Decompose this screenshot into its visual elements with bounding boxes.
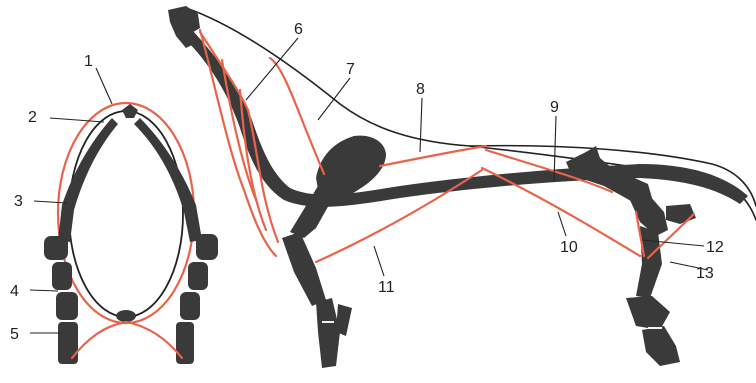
- side-view-front-foot: [316, 298, 340, 368]
- side-view-forearm: [282, 232, 326, 306]
- label-1: 1: [84, 53, 93, 70]
- front-view-red-ring: [58, 103, 194, 323]
- front-view-sternum: [116, 310, 136, 322]
- label-2: 2: [28, 109, 37, 126]
- side-view-knee: [666, 204, 696, 224]
- label-9: 9: [550, 99, 559, 116]
- front-view-lower-arcs: [72, 322, 182, 358]
- label-13: 13: [696, 265, 714, 282]
- front-view-right-limb: [134, 118, 218, 364]
- label-8: 8: [416, 81, 425, 98]
- label-4: 4: [10, 283, 19, 300]
- front-view-inner-ring: [69, 111, 183, 317]
- label-12: 12: [706, 239, 724, 256]
- label-5: 5: [10, 326, 19, 343]
- side-view-hind-foot: [626, 296, 670, 330]
- label-11: 11: [378, 279, 395, 296]
- front-view-top-vertebra: [122, 104, 138, 118]
- label-3: 3: [14, 193, 23, 210]
- side-view-muscle-lines: [200, 30, 694, 262]
- label-7: 7: [346, 61, 355, 78]
- label-10: 10: [560, 239, 578, 256]
- label-6: 6: [294, 21, 303, 38]
- front-view: [44, 103, 218, 364]
